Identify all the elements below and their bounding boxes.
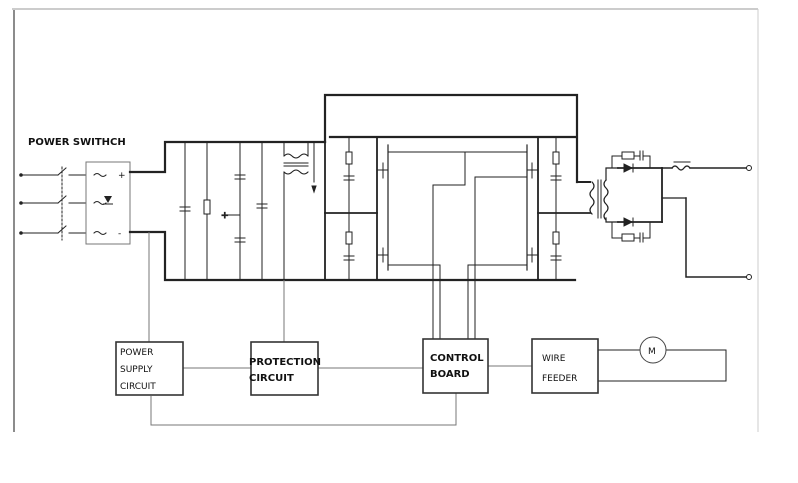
svg-text:+: + (118, 171, 126, 181)
input-switches (19, 166, 89, 241)
left-snubber (343, 136, 355, 281)
control-label-1: CONTROL (430, 353, 484, 364)
svg-text:+: + (221, 211, 229, 221)
power-supply-label-2: SUPPLY (120, 365, 153, 375)
control-label-2: BOARD (430, 369, 470, 380)
wire-feeder-block: WIRE FEEDER (531, 338, 599, 394)
protection-label-2: CIRCUIT (249, 373, 294, 384)
svg-text:-: - (118, 229, 121, 239)
dc-bus (128, 93, 579, 282)
aux-transformer (283, 141, 317, 281)
wire-feeder-label-1: WIRE (542, 354, 566, 364)
diagram-title: POWER SWITHCH (28, 137, 126, 148)
motor-label: M (648, 347, 656, 357)
rectifier: + - (85, 161, 131, 245)
power-supply-label-3: CIRCUIT (120, 382, 156, 392)
page-frame (12, 8, 759, 432)
control-board-block: CONTROL BOARD (422, 338, 489, 394)
power-supply-label-1: POWER (120, 348, 153, 358)
wire-feeder-label-2: FEEDER (542, 374, 577, 384)
power-supply-block: POWER SUPPLY CIRCUIT (115, 341, 184, 396)
main-transformer (576, 167, 619, 223)
protection-label-1: PROTECTION (249, 357, 321, 368)
protection-block: PROTECTION CIRCUIT (249, 341, 321, 396)
right-snubber (550, 136, 562, 281)
h-bridge (324, 136, 591, 340)
output-rectifier (611, 150, 752, 280)
control-wiring (148, 232, 727, 426)
filter-bank: + (179, 141, 268, 281)
motor: M (639, 336, 667, 364)
